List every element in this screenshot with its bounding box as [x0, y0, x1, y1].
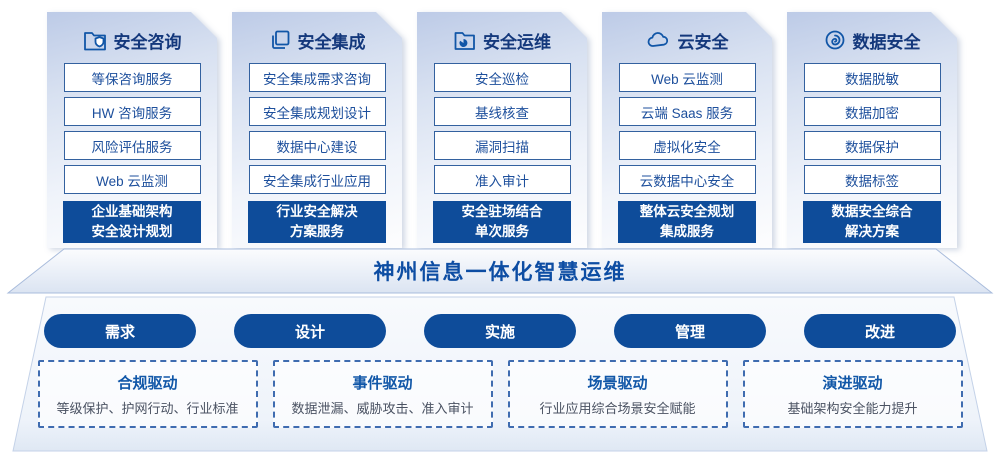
service-item: Web 云监测 — [63, 165, 201, 194]
card-security-consulting: 安全咨询 等保咨询服务 HW 咨询服务 风险评估服务 Web 云监测 企业基础架… — [47, 12, 217, 248]
highlight-line: 集成服务 — [660, 224, 714, 239]
phase-pills: 需求 设计 实施 管理 改进 — [0, 314, 1000, 348]
banner-title: 神州信息一体化智慧运维 — [373, 261, 627, 284]
service-item: 虚拟化安全 — [618, 131, 756, 160]
service-item: 基线核查 — [433, 97, 571, 126]
cloud-icon — [646, 29, 671, 51]
documents-icon — [269, 29, 291, 51]
highlight-box: 整体云安全规划 集成服务 — [618, 201, 756, 243]
card-shape: 数据安全 数据脱敏 数据加密 数据保护 数据标签 数据安全综合 解决方案 — [787, 12, 957, 248]
card-shape: 云安全 Web 云监测 云端 Saas 服务 虚拟化安全 云数据中心安全 整体云… — [602, 12, 772, 248]
card-header: 安全运维 — [453, 27, 551, 53]
driver-desc: 基础架构安全能力提升 — [787, 400, 918, 416]
driver-desc: 数据泄漏、威胁攻击、准入审计 — [291, 400, 474, 416]
highlight-box: 行业安全解决 方案服务 — [248, 201, 386, 243]
service-item: 安全集成行业应用 — [248, 165, 386, 194]
phase-pill-requirements: 需求 — [44, 314, 196, 348]
service-item: 云端 Saas 服务 — [618, 97, 756, 126]
card-cloud-security: 云安全 Web 云监测 云端 Saas 服务 虚拟化安全 云数据中心安全 整体云… — [602, 12, 772, 248]
card-shape: 安全运维 安全巡检 基线核查 漏洞扫描 准入审计 安全驻场结合 单次服务 — [417, 12, 587, 248]
phase-pill-implementation: 实施 — [424, 314, 576, 348]
service-item: 云数据中心安全 — [618, 165, 756, 194]
highlight-line: 方案服务 — [290, 224, 344, 239]
card-title: 安全集成 — [297, 32, 366, 52]
highlight-line: 企业基础架构 — [91, 203, 173, 219]
card-title: 安全运维 — [483, 32, 551, 52]
service-item: HW 咨询服务 — [63, 97, 201, 126]
card-items: 安全巡检 基线核查 漏洞扫描 准入审计 — [433, 63, 571, 194]
card-security-operations: 安全运维 安全巡检 基线核查 漏洞扫描 准入审计 安全驻场结合 单次服务 — [417, 12, 587, 248]
card-items: 数据脱敏 数据加密 数据保护 数据标签 — [803, 63, 941, 194]
driver-boxes: 合规驱动 等级保护、护网行动、行业标准 事件驱动 数据泄漏、威胁攻击、准入审计 … — [0, 360, 1000, 428]
driver-desc: 等级保护、护网行动、行业标准 — [56, 400, 239, 416]
folder-chart-icon — [453, 29, 476, 51]
highlight-line: 单次服务 — [475, 224, 529, 239]
driver-title: 合规驱动 — [117, 374, 178, 392]
service-item: 安全集成需求咨询 — [248, 63, 386, 92]
banner-shape — [6, 248, 994, 294]
service-item: 安全巡检 — [433, 63, 571, 92]
highlight-line: 解决方案 — [845, 224, 899, 239]
card-header: 数据安全 — [824, 27, 921, 53]
card-header: 云安全 — [646, 27, 729, 53]
driver-title: 演进驱动 — [822, 374, 883, 392]
driver-event: 事件驱动 数据泄漏、威胁攻击、准入审计 — [272, 360, 493, 428]
card-security-integration: 安全集成 安全集成需求咨询 安全集成规划设计 数据中心建设 安全集成行业应用 行… — [232, 12, 402, 248]
service-item: 数据保护 — [803, 131, 941, 160]
highlight-box: 企业基础架构 安全设计规划 — [63, 201, 201, 243]
service-item: Web 云监测 — [618, 63, 756, 92]
highlight-line: 数据安全综合 — [831, 203, 913, 219]
driver-desc: 行业应用综合场景安全赋能 — [539, 400, 696, 416]
service-item: 数据中心建设 — [248, 131, 386, 160]
service-item: 数据脱敏 — [803, 63, 941, 92]
driver-title: 场景驱动 — [587, 374, 648, 392]
card-title: 云安全 — [677, 32, 729, 52]
highlight-line: 安全驻场结合 — [461, 203, 543, 219]
service-item: 数据加密 — [803, 97, 941, 126]
card-title: 数据安全 — [852, 32, 921, 52]
highlight-line: 行业安全解决 — [276, 203, 358, 219]
driver-title: 事件驱动 — [352, 374, 413, 392]
service-item: 风险评估服务 — [63, 131, 201, 160]
phase-pill-management: 管理 — [614, 314, 766, 348]
card-items: Web 云监测 云端 Saas 服务 虚拟化安全 云数据中心安全 — [618, 63, 756, 194]
card-items: 等保咨询服务 HW 咨询服务 风险评估服务 Web 云监测 — [63, 63, 201, 194]
card-header: 安全咨询 — [83, 27, 182, 53]
service-item: 等保咨询服务 — [63, 63, 201, 92]
spiral-icon — [824, 29, 846, 51]
card-items: 安全集成需求咨询 安全集成规划设计 数据中心建设 安全集成行业应用 — [248, 63, 386, 194]
driver-scenario: 场景驱动 行业应用综合场景安全赋能 — [507, 360, 728, 428]
phase-pill-design: 设计 — [234, 314, 386, 348]
card-header: 安全集成 — [269, 27, 366, 53]
card-shape: 安全咨询 等保咨询服务 HW 咨询服务 风险评估服务 Web 云监测 企业基础架… — [47, 12, 217, 248]
highlight-line: 安全设计规划 — [91, 224, 173, 239]
service-item: 数据标签 — [803, 165, 941, 194]
service-item: 安全集成规划设计 — [248, 97, 386, 126]
driver-evolution: 演进驱动 基础架构安全能力提升 — [742, 360, 963, 428]
folder-shield-icon — [83, 29, 107, 51]
driver-compliance: 合规驱动 等级保护、护网行动、行业标准 — [37, 360, 258, 428]
card-shape: 安全集成 安全集成需求咨询 安全集成规划设计 数据中心建设 安全集成行业应用 行… — [232, 12, 402, 248]
phase-pill-improvement: 改进 — [804, 314, 956, 348]
card-data-security: 数据安全 数据脱敏 数据加密 数据保护 数据标签 数据安全综合 解决方案 — [787, 12, 957, 248]
service-item: 准入审计 — [433, 165, 571, 194]
highlight-box: 安全驻场结合 单次服务 — [433, 201, 571, 243]
card-title: 安全咨询 — [113, 32, 182, 52]
service-item: 漏洞扫描 — [433, 131, 571, 160]
highlight-line: 整体云安全规划 — [639, 203, 735, 219]
highlight-box: 数据安全综合 解决方案 — [803, 201, 941, 243]
